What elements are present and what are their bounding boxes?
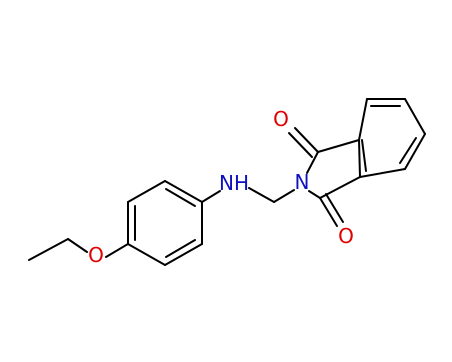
- bond-c3a-c7a: [358, 139, 361, 178]
- bond-ring1-b: [127, 180, 166, 203]
- bond-o-aryl: [105, 243, 129, 258]
- bond-c3-n: [308, 190, 321, 199]
- bond-ring2-d: [404, 133, 426, 170]
- bond-ring1-inner-c: [165, 239, 196, 258]
- bond-ring2-e: [359, 168, 406, 178]
- bond-n-c1: [306, 151, 319, 174]
- bond-ethyl-ch2-o: [67, 238, 88, 253]
- bond-c1-o-a: [294, 127, 319, 153]
- bond-nh-ch2: [248, 187, 275, 203]
- bond-ring1-c: [164, 180, 203, 203]
- atom-n-imide: N: [295, 170, 310, 194]
- bond-ring1-e: [164, 243, 203, 266]
- bond-c3-o-a: [319, 197, 338, 227]
- bond-aryl-nh: [201, 190, 221, 203]
- atom-labels: O NH N O O: [88, 107, 354, 267]
- atom-o-carbonyl-bottom: O: [338, 224, 354, 248]
- atom-o-ether: O: [88, 243, 104, 267]
- bond-ring1-inner-b: [165, 188, 196, 207]
- bond-ring2-inner-b: [399, 137, 417, 164]
- bonds-group: [28, 98, 426, 266]
- bond-ethyl-ch3-ch2: [28, 238, 69, 261]
- bond-c1-c3a: [317, 139, 360, 153]
- atom-nh: NH: [219, 171, 249, 195]
- atom-o-carbonyl-top: O: [273, 107, 289, 131]
- bond-ring2-inner-c: [361, 139, 367, 172]
- bond-ring1-f: [127, 243, 166, 266]
- bond-c1-o-b: [288, 132, 313, 158]
- bond-c3-o-b: [325, 193, 344, 223]
- bond-ring2-a: [358, 98, 368, 141]
- bond-ring2-c: [404, 98, 426, 135]
- bond-ch2-n: [273, 189, 295, 203]
